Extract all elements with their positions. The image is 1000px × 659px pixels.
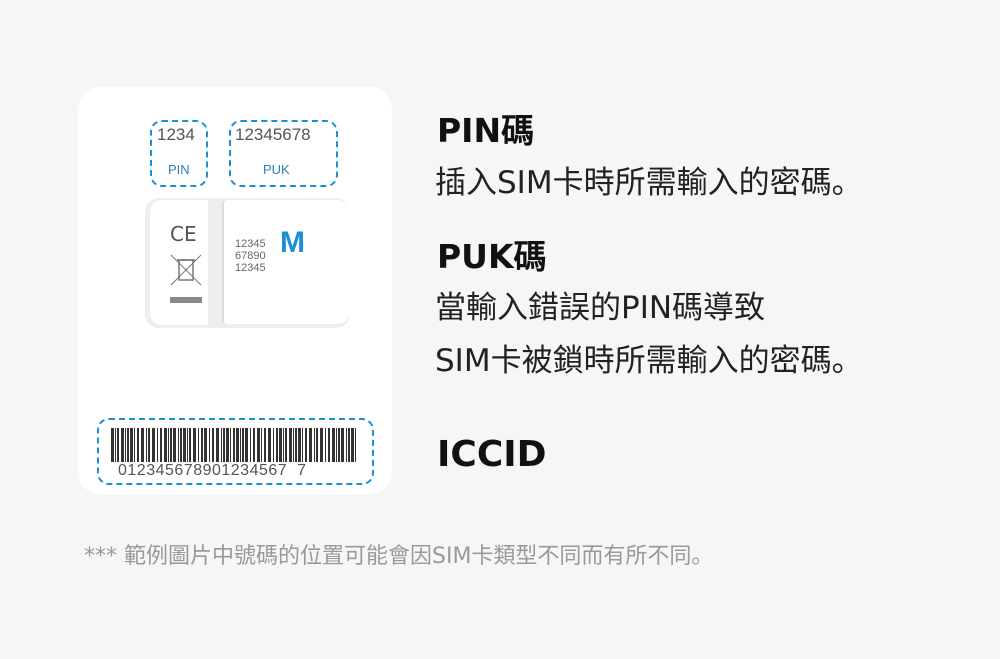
sim-right-panel: [222, 200, 350, 324]
barcode-bar: [223, 428, 225, 462]
barcode-bar: [212, 428, 214, 462]
barcode-bar: [261, 428, 262, 462]
barcode-bar: [127, 428, 129, 462]
barcode-bar: [332, 428, 335, 462]
barcode-bar: [216, 428, 219, 462]
weee-bar: [170, 297, 202, 303]
barcode-bar: [115, 428, 116, 462]
barcode-bar: [187, 428, 188, 462]
barcode-bar: [309, 428, 312, 462]
puk-title: PUK碼: [437, 237, 547, 276]
iccid-number: 012345678901234567 7: [118, 462, 307, 479]
barcode-bar: [242, 428, 244, 462]
iccid-title: ICCID: [437, 434, 547, 475]
barcode-bar: [209, 428, 210, 462]
barcode-bar: [204, 428, 207, 462]
barcode-bar: [289, 428, 292, 462]
sim-number-line: 67890: [235, 250, 266, 262]
barcode-bar: [236, 428, 239, 462]
barcode-icon: [111, 428, 356, 462]
pin-title: PIN碼: [437, 111, 535, 150]
barcode-bar: [226, 428, 229, 462]
barcode-bar: [273, 428, 274, 462]
barcode-bar: [314, 428, 315, 462]
barcode-bar: [279, 428, 282, 462]
barcode-bar: [230, 428, 231, 462]
movistar-logo-icon: M: [280, 226, 305, 259]
barcode-bar: [157, 428, 158, 462]
barcode-bar: [302, 428, 303, 462]
barcode-bar: [146, 428, 147, 462]
barcode-bar: [198, 428, 199, 462]
barcode-bar: [180, 428, 182, 462]
barcode-bar: [111, 428, 114, 462]
sim-number-line: 12345: [235, 238, 266, 250]
barcode-bar: [305, 428, 307, 462]
barcode-bar: [285, 428, 287, 462]
barcode-bar: [351, 428, 354, 462]
iccid-highlight-box: [97, 418, 374, 485]
pin-highlight-box: [150, 120, 208, 187]
barcode-bar: [170, 428, 172, 462]
barcode-bar: [148, 428, 150, 462]
barcode-bar: [293, 428, 294, 462]
puk-value: 12345678: [235, 125, 311, 144]
barcode-bar: [168, 428, 169, 462]
pin-label: PIN: [168, 162, 190, 177]
barcode-bar: [201, 428, 203, 462]
footnote: *** 範例圖片中號碼的位置可能會因SIM卡類型不同而有所不同。: [84, 544, 714, 569]
barcode-bar: [130, 428, 133, 462]
barcode-bar: [240, 428, 241, 462]
barcode-bar: [189, 428, 191, 462]
barcode-bar: [298, 428, 301, 462]
ce-mark-icon: CE: [170, 222, 197, 246]
barcode-bar: [250, 428, 251, 462]
barcode-bar: [178, 428, 179, 462]
barcode-bar: [233, 428, 235, 462]
barcode-bar: [328, 428, 330, 462]
barcode-bar: [141, 428, 144, 462]
barcode-bar: [348, 428, 350, 462]
barcode-bar: [117, 428, 119, 462]
barcode-bar: [193, 428, 196, 462]
barcode-bar: [134, 428, 135, 462]
barcode-bar: [336, 428, 337, 462]
puk-highlight-box: [229, 120, 338, 187]
puk-description-line1: 當輸入錯誤的PIN碼導致: [435, 290, 766, 326]
barcode-bar: [355, 428, 356, 462]
barcode-bar: [276, 428, 278, 462]
puk-label: PUK: [263, 162, 290, 177]
barcode-bar: [341, 428, 344, 462]
barcode-bar: [295, 428, 297, 462]
sim-numbers: 12345 67890 12345: [235, 238, 266, 274]
barcode-bar: [316, 428, 318, 462]
barcode-bar: [164, 428, 167, 462]
weee-bin-icon: [170, 254, 202, 286]
barcode-bar: [283, 428, 284, 462]
barcode-bar: [268, 428, 271, 462]
barcode-bar: [338, 428, 340, 462]
barcode-bar: [125, 428, 126, 462]
barcode-bar: [137, 428, 139, 462]
pin-description: 插入SIM卡時所需輸入的密碼。: [435, 165, 863, 201]
barcode-bar: [325, 428, 326, 462]
barcode-bar: [221, 428, 222, 462]
barcode-bar: [346, 428, 347, 462]
barcode-bar: [264, 428, 266, 462]
barcode-bar: [160, 428, 162, 462]
sim-number-line: 12345: [235, 262, 266, 274]
barcode-bar: [173, 428, 176, 462]
barcode-bar: [121, 428, 124, 462]
barcode-bar: [152, 428, 155, 462]
barcode-bar: [245, 428, 248, 462]
barcode-bar: [253, 428, 255, 462]
puk-description-line2: SIM卡被鎖時所需輸入的密碼。: [435, 343, 863, 379]
barcode-bar: [183, 428, 186, 462]
barcode-bar: [257, 428, 260, 462]
pin-value: 1234: [157, 125, 195, 144]
barcode-bar: [320, 428, 323, 462]
